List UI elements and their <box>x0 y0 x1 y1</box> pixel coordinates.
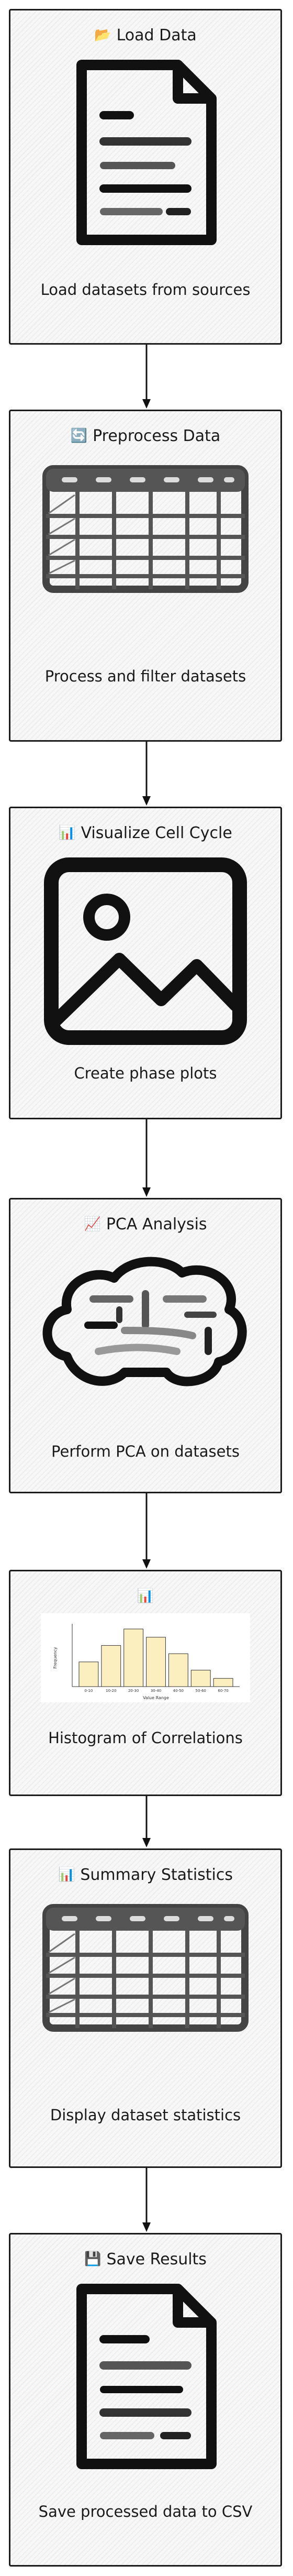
bar-chart-icon: 📊 <box>58 1867 75 1883</box>
flow-arrow <box>142 345 151 409</box>
floppy-disk-icon: 💾 <box>84 2251 102 2267</box>
refresh-icon: 🔄 <box>70 428 88 444</box>
bar-chart-icon: 📊 <box>59 825 76 841</box>
step-card-pca-analysis: 📈PCA Analysis Perform PCA on datasets <box>9 1198 282 1493</box>
histogram-tick-label: 40-50 <box>173 1689 184 1693</box>
flow-arrow <box>142 2168 151 2232</box>
document-icon <box>76 2284 217 2469</box>
step-title: 📊 <box>10 1587 280 1605</box>
step-caption: Display dataset statistics <box>50 2106 241 2124</box>
step-caption: Process and filter datasets <box>44 667 246 685</box>
flow-arrow <box>142 1119 151 1197</box>
histogram-bar <box>190 1670 211 1687</box>
histogram-tick-label: 10-20 <box>106 1689 116 1693</box>
histogram-y-label: Frequency <box>53 1647 58 1669</box>
step-card-histogram: 📊 Frequency Value Range 0-10 10-20 20-30 30… <box>9 1570 282 1796</box>
histogram-tick-label: 20-30 <box>128 1689 139 1693</box>
step-caption: Histogram of Correlations <box>48 1729 243 1747</box>
flow-arrow <box>142 1493 151 1569</box>
step-title: 🔄Preprocess Data <box>70 427 221 445</box>
step-card-summary-statistics: 📊Summary Statistics Display d <box>9 1848 282 2168</box>
document-icon <box>76 60 217 245</box>
step-title: 📊Summary Statistics <box>58 1866 233 1884</box>
histogram-bar <box>101 1645 121 1687</box>
histogram-bar <box>146 1637 166 1687</box>
histogram-tick-label: 30-40 <box>151 1689 161 1693</box>
bar-chart-icon: 📊 <box>137 1588 154 1604</box>
folder-icon: 📂 <box>94 27 111 43</box>
step-title: 💾Save Results <box>84 2250 207 2269</box>
table-icon <box>42 1904 249 2032</box>
table-icon <box>42 465 249 593</box>
trend-chart-icon: 📈 <box>84 1216 101 1232</box>
histogram-bar <box>123 1628 144 1687</box>
histogram-tick-label: 0-10 <box>84 1689 93 1693</box>
step-title: 📊Visualize Cell Cycle <box>59 824 232 842</box>
histogram-bar <box>78 1661 99 1687</box>
brain-icon <box>42 1257 247 1386</box>
step-card-preprocess-data: 🔄Preprocess Data Process and <box>9 410 282 742</box>
histogram-tick-label: 60-70 <box>218 1689 228 1693</box>
step-caption: Load datasets from sources <box>40 281 251 299</box>
image-icon <box>44 857 247 1045</box>
histogram-tick-label: 50-60 <box>196 1689 206 1693</box>
histogram-bar <box>168 1653 188 1687</box>
histogram-x-label: Value Range <box>143 1696 169 1700</box>
flow-arrow <box>142 742 151 806</box>
histogram-bar <box>213 1678 233 1687</box>
step-card-save-results: 💾Save Results Save processed data to CSV <box>9 2233 282 2567</box>
step-caption: Perform PCA on datasets <box>51 1443 240 1460</box>
histogram-chart: Frequency Value Range 0-10 10-20 20-30 30-4… <box>41 1613 250 1702</box>
step-card-visualize-cell-cycle: 📊Visualize Cell Cycle Create phase plots <box>9 807 282 1119</box>
step-caption: Save processed data to CSV <box>38 2503 253 2520</box>
step-card-load-data: 📂Load Data Load datasets from sources <box>9 9 282 345</box>
step-title: 📈PCA Analysis <box>84 1215 207 1234</box>
step-title: 📂Load Data <box>94 26 197 45</box>
step-caption: Create phase plots <box>74 1064 217 1082</box>
flow-arrow <box>142 1796 151 1847</box>
